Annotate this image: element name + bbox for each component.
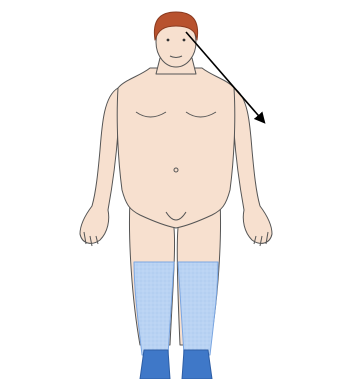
right-sock	[140, 350, 170, 379]
left-sock	[182, 350, 212, 379]
right-stocking	[134, 262, 174, 355]
left-arm	[234, 88, 272, 243]
right-arm	[80, 88, 118, 243]
left-stocking	[178, 262, 218, 355]
left-eye	[183, 39, 186, 42]
torso	[117, 68, 235, 228]
right-eye	[167, 39, 170, 42]
human-figure	[80, 12, 272, 379]
